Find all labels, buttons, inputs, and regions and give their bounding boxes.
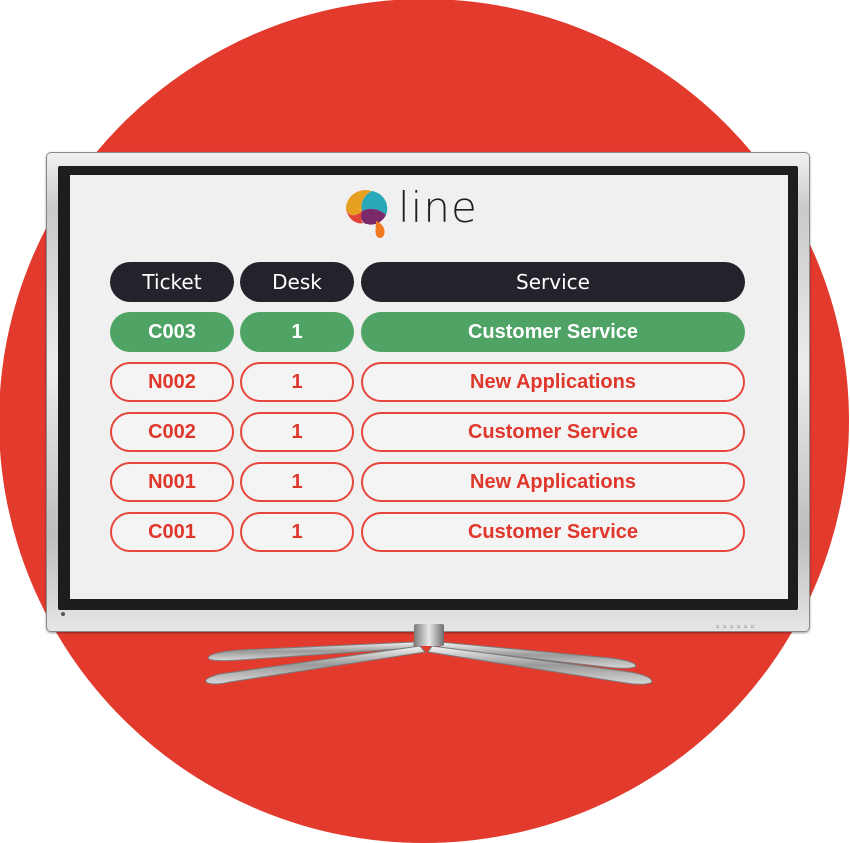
tv-stand-base: [205, 641, 653, 685]
current-service: Customer Service: [361, 312, 745, 352]
header-service: Service: [361, 262, 745, 302]
tv-control-marks: ▫ ▫ ▫ ▫ ▫ ▫: [716, 624, 756, 630]
queue-service: New Applications: [361, 362, 745, 402]
qline-logo: line: [338, 180, 508, 240]
current-desk: 1: [240, 312, 354, 352]
current-ticket: C003: [110, 312, 234, 352]
queue-service: Customer Service: [361, 512, 745, 552]
queue-service: New Applications: [361, 462, 745, 502]
queue-ticket: N001: [110, 462, 234, 502]
tv-stand-neck: [414, 624, 444, 646]
power-indicator-icon: [61, 612, 65, 616]
queue-service: Customer Service: [361, 412, 745, 452]
queue-desk: 1: [240, 462, 354, 502]
header-desk: Desk: [240, 262, 354, 302]
queue-ticket: C002: [110, 412, 234, 452]
header-ticket: Ticket: [110, 262, 234, 302]
queue-desk: 1: [240, 412, 354, 452]
queue-ticket: N002: [110, 362, 234, 402]
queue-desk: 1: [240, 512, 354, 552]
qline-logo-icon: [346, 189, 388, 238]
logo-text: line: [398, 182, 478, 232]
queue-ticket: C001: [110, 512, 234, 552]
queue-desk: 1: [240, 362, 354, 402]
